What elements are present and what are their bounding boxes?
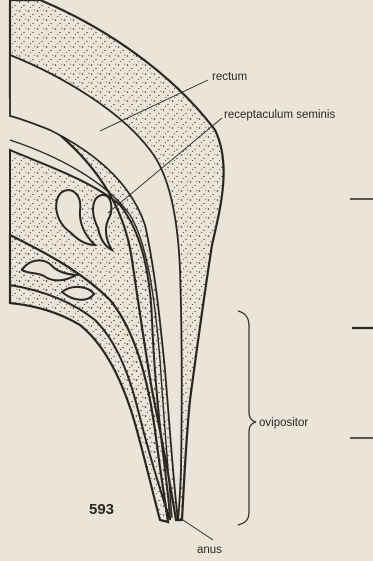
label-receptaculum-seminis: receptaculum seminis — [224, 109, 335, 121]
ovipositor-bracket — [238, 311, 256, 525]
figure-number: 593 — [89, 501, 114, 518]
label-anus: anus — [197, 544, 222, 556]
anus-leader — [180, 518, 213, 540]
label-ovipositor: ovipositor — [259, 417, 308, 429]
label-rectum: rectum — [212, 71, 247, 83]
